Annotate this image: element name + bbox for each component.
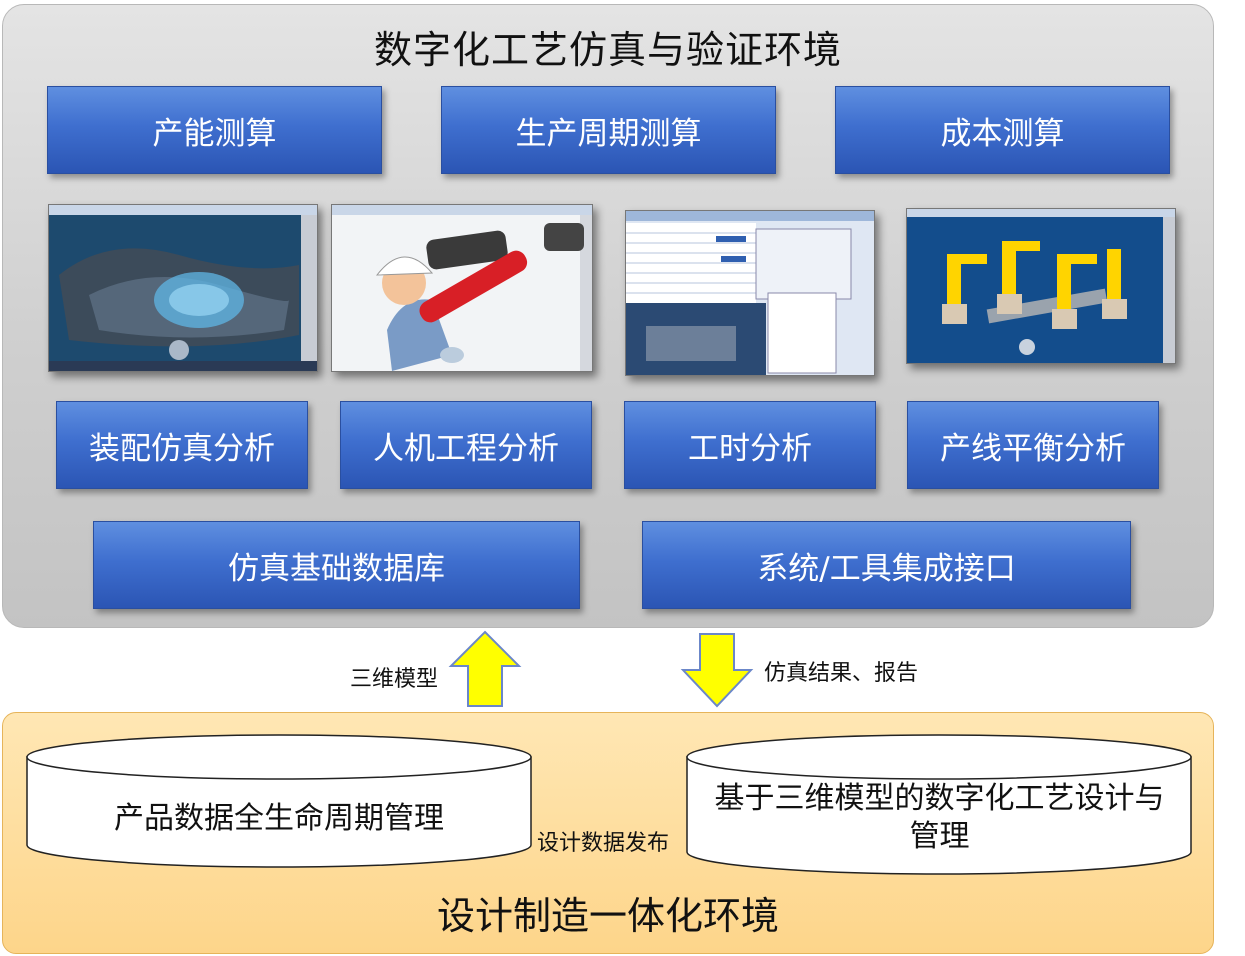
work-hour-analysis-screenshot [625,210,875,376]
bottom-title: 设计制造一体化环境 [436,894,779,938]
right-arrow-label: 设计数据发布 [537,831,670,856]
capacity-calc-button[interactable]: 产能测算 [47,86,382,174]
environment-title: 数字化工艺仿真与验证环境 [373,28,842,72]
work-hour-analysis-button[interactable]: 工时分析 [624,401,876,489]
left-cylinder-body [26,756,532,868]
lifecycle-management-label: 产品数据全生命周期管理 [114,801,444,836]
cost-calc-button[interactable]: 成本测算 [835,86,1170,174]
assembly-simulation-analysis-button[interactable]: 装配仿真分析 [56,401,308,489]
ergonomics-simulation-screenshot [331,204,593,372]
up-arrow-label: 三维模型 [350,667,439,692]
process-design-label: 基于三维模型的数字化工艺设计与管理 [714,781,1165,854]
integration-interface-button[interactable]: 系统/工具集成接口 [642,521,1131,609]
assembly-simulation-screenshot [48,204,318,372]
production-cycle-calc-button[interactable]: 生产周期测算 [441,86,776,174]
line-balance-analysis-button[interactable]: 产线平衡分析 [907,401,1159,489]
right-cylinder-body [686,756,1192,875]
up-arrow [448,630,522,707]
line-balance-screenshot [906,208,1176,364]
right-cylinder-top [686,734,1192,780]
down-arrow [680,633,754,708]
ergonomics-analysis-button[interactable]: 人机工程分析 [340,401,592,489]
down-arrow-label: 仿真结果、报告 [764,661,919,686]
simulation-database-button[interactable]: 仿真基础数据库 [93,521,580,609]
left-cylinder-top [26,734,532,780]
